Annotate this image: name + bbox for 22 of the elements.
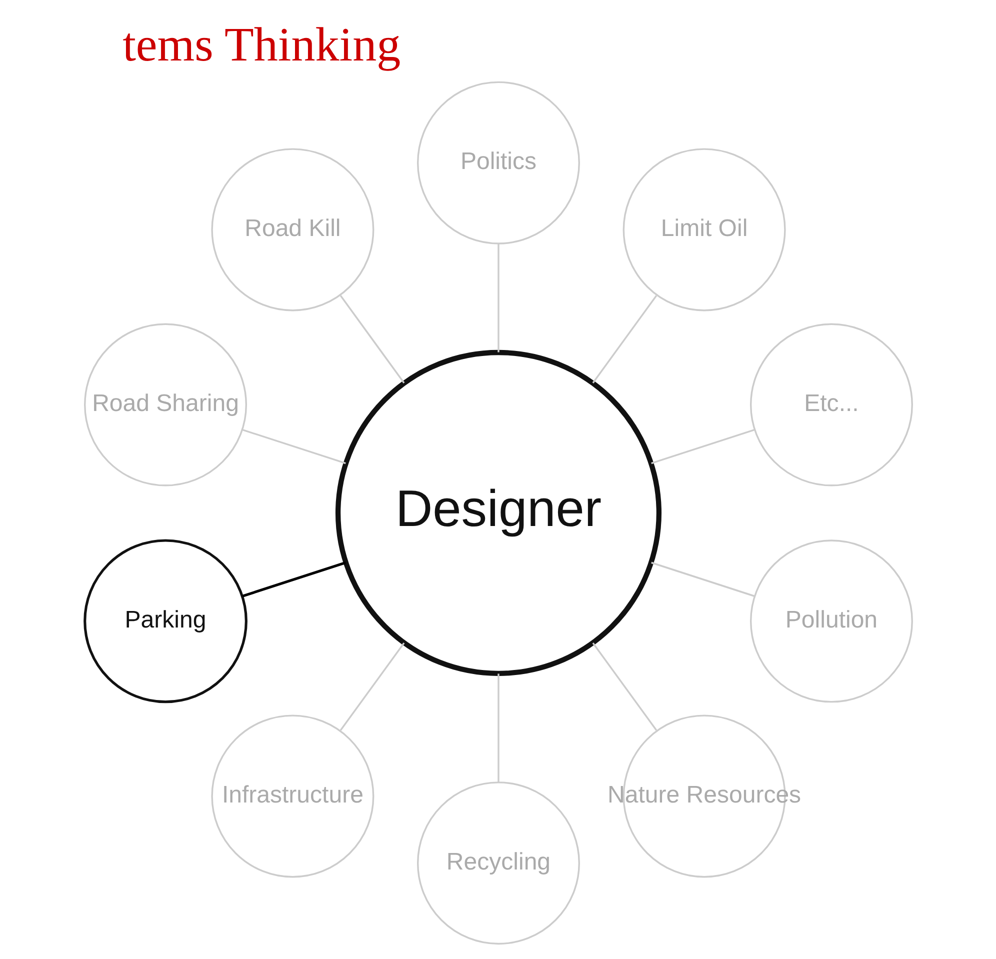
connector	[339, 642, 404, 731]
connector	[650, 562, 754, 597]
node-circle: Road Kill	[210, 148, 374, 312]
connector	[592, 642, 657, 731]
diagram-title: tems Thinking	[122, 18, 400, 72]
node-label: Nature Resources	[607, 782, 801, 809]
connector	[339, 295, 404, 384]
connector	[592, 295, 657, 384]
node-circle: Parking	[83, 539, 247, 704]
node-circle: Designer	[334, 350, 662, 676]
node-circle: Etc...	[749, 323, 912, 486]
connector	[497, 244, 499, 352]
connector	[242, 561, 346, 598]
node-circle: Limit Oil	[622, 148, 786, 312]
node-circle: Politics	[416, 81, 580, 244]
connector	[242, 428, 346, 464]
node-circle: Infrastructure	[210, 714, 374, 878]
node-circle: Recycling	[416, 782, 580, 945]
connector	[650, 428, 754, 464]
node-circle: Pollution	[749, 540, 912, 703]
node-circle: Road Sharing	[84, 323, 247, 486]
connector	[497, 674, 499, 782]
